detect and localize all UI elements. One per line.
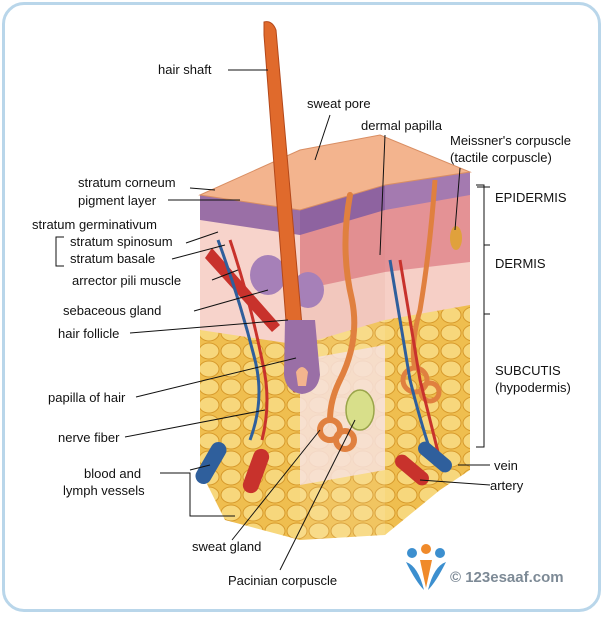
label-stratum-corneum: stratum corneum: [78, 175, 176, 190]
label-epidermis: EPIDERMIS: [495, 190, 567, 205]
label-stratum-germinativum: stratum germinativum: [32, 217, 157, 232]
arrector-pili-shape: [205, 248, 280, 332]
label-blood-lymph-2: lymph vessels: [63, 483, 145, 498]
subcutis-fat-layer: [200, 300, 470, 540]
watermark-text: © 123esaaf.com: [450, 569, 564, 586]
label-arrector-pili: arrector pili muscle: [72, 273, 181, 288]
label-meissner-2: (tactile corpuscle): [450, 150, 552, 165]
watermark-logo-icon: [406, 544, 446, 590]
skin-surface: [198, 134, 472, 211]
label-sebaceous-gland: sebaceous gland: [63, 303, 161, 318]
meissner-corpuscle-shape: [450, 226, 462, 250]
label-artery: artery: [490, 478, 524, 493]
label-vein: vein: [494, 458, 518, 473]
label-dermis: DERMIS: [495, 256, 546, 271]
label-sweat-gland: sweat gland: [192, 539, 261, 554]
label-pigment-layer: pigment layer: [78, 193, 157, 208]
label-pacinian-corpuscle: Pacinian corpuscle: [228, 573, 337, 588]
label-subcutis-2: (hypodermis): [495, 380, 571, 395]
label-sweat-pore: sweat pore: [307, 96, 371, 111]
label-dermal-papilla: dermal papilla: [361, 118, 443, 133]
label-hair-shaft: hair shaft: [158, 62, 212, 77]
leader-lines: [55, 69, 491, 571]
label-papilla-of-hair: papilla of hair: [48, 390, 126, 405]
epidermis-layer: [200, 172, 470, 235]
pacinian-corpuscle-shape: [345, 389, 375, 431]
label-hair-follicle: hair follicle: [58, 326, 119, 341]
label-stratum-spinosum: stratum spinosum: [70, 234, 173, 249]
label-nerve-fiber: nerve fiber: [58, 430, 120, 445]
label-subcutis-1: SUBCUTIS: [495, 363, 561, 378]
dermis-layer: [200, 190, 470, 345]
right-sweat-coil: [400, 179, 442, 404]
label-stratum-basale: stratum basale: [70, 251, 155, 266]
label-blood-lymph-1: blood and: [84, 466, 141, 481]
hair-shaft-shape: [263, 21, 320, 394]
label-meissner-1: Meissner's corpuscle: [450, 133, 571, 148]
